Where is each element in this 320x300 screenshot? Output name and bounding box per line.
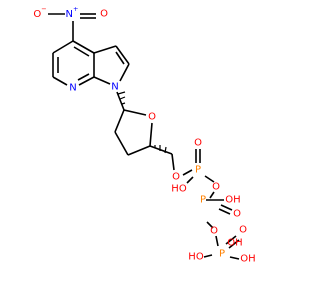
bond-o-p1 — [182, 169, 193, 176]
bond-n1-c1prime — [116, 91, 125, 111]
bond-p1-bridge-o — [204, 175, 215, 183]
atom-pyridine-n: N — [69, 83, 76, 94]
bond-c2-n1 — [119, 63, 130, 82]
hashed-bond-c1prime — [117, 91, 126, 105]
bond-c3a-c3 — [93, 45, 117, 54]
atom-p2-o-double: O — [233, 209, 241, 220]
atom-p2: P — [200, 195, 206, 206]
bond-c5prime-o — [171, 153, 175, 171]
atom-labels: O− N+ O N N O O P O HO O P OH O O P O OH… — [33, 5, 255, 265]
bond-p2-bridge-o — [206, 221, 214, 229]
molecule-structure: O− N+ O N N O O P O HO O P OH O O P O OH… — [33, 5, 255, 265]
bonds — [48, 13, 240, 260]
bond-c3-c2 — [115, 45, 130, 65]
bond-c4-c5 — [52, 40, 74, 54]
atom-nitro-n: N+ — [66, 5, 79, 20]
stereo-bonds — [117, 91, 167, 154]
atom-pyrrole-n: N — [111, 82, 118, 93]
bond-p3-o-double-b — [228, 239, 240, 249]
bond-p2-o-double-b — [218, 208, 231, 215]
bond-p3-oh-right — [229, 256, 240, 260]
atom-nitro-o-minus: O− — [33, 5, 46, 20]
atom-p3-oh-left: HO — [188, 252, 204, 263]
atom-ring-o: O — [148, 112, 156, 123]
bond-n7-c7a-inner — [77, 73, 90, 81]
bond-p2-o-double-a — [220, 204, 233, 211]
bond-c3prime-c4prime — [127, 145, 151, 156]
bond-c1prime-c2prime — [114, 109, 125, 133]
bond-p3-oh-left — [203, 254, 213, 258]
atom-p1-oh: HO — [171, 184, 187, 195]
atom-ester-o: O — [172, 172, 180, 183]
bond-p1-oh — [186, 176, 194, 184]
atom-bridge-o-1: O — [212, 182, 220, 193]
hashed-bond-c4prime — [154, 145, 167, 154]
bond-c4prime-o — [149, 122, 153, 147]
bond-c2prime-c3prime — [114, 131, 129, 156]
atom-p1-o-double: O — [194, 138, 202, 149]
bond-c4prime-c5prime — [149, 145, 173, 155]
atom-nitro-o-double: O — [100, 9, 108, 20]
bond-c6-n7 — [52, 76, 68, 86]
atom-p3-o-double: O — [239, 225, 247, 236]
atom-p3: P — [219, 249, 225, 260]
bond-c3a-c4 — [72, 40, 95, 54]
bond-p3-o-double-a — [225, 235, 237, 245]
atom-p2-oh: OH — [225, 195, 240, 206]
bond-bridge-o-p2 — [209, 191, 215, 199]
bond-n7-c7a — [78, 76, 95, 86]
atom-p3-oh-right: OH — [240, 254, 255, 265]
bond-bridge-o-p3 — [215, 235, 219, 247]
bond-c3-c2-inner — [115, 51, 125, 65]
bond-o-c1prime — [123, 109, 147, 116]
atom-bridge-o-2: O — [210, 226, 218, 237]
bond-n1-c7a — [93, 76, 111, 85]
bond-c3a-c4-inner — [73, 46, 90, 57]
atom-p1: P — [195, 165, 201, 176]
atom-p3-oh-top: OH — [227, 238, 242, 249]
